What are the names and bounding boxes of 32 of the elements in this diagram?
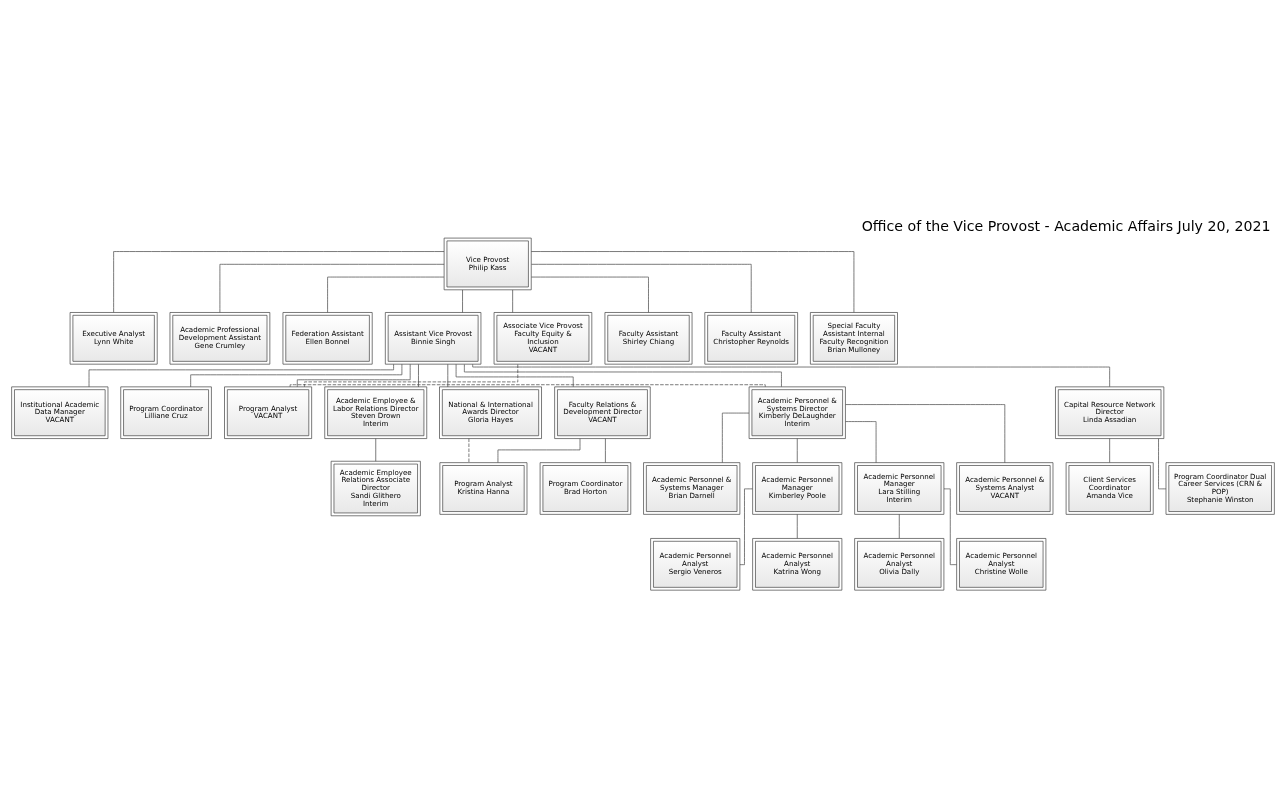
connector	[796, 437, 798, 463]
connector	[418, 363, 419, 387]
diagram-title: Office of the Vice Provost - Academic Affairs July 20, 2021	[861, 217, 1271, 234]
connector	[530, 250, 855, 313]
connector	[447, 363, 449, 387]
connector	[605, 437, 606, 463]
connector	[113, 250, 445, 313]
connector	[531, 263, 752, 313]
connector	[898, 513, 900, 539]
connector	[455, 363, 574, 387]
connector	[472, 363, 1111, 387]
connector	[1109, 437, 1111, 463]
connector	[375, 437, 377, 462]
connector	[739, 488, 753, 565]
connector	[512, 289, 513, 313]
connector	[462, 289, 463, 313]
connector	[796, 513, 798, 539]
connector	[327, 276, 445, 313]
connector	[219, 263, 445, 313]
connector	[304, 363, 519, 387]
connector	[1158, 437, 1167, 489]
connector	[845, 403, 1006, 463]
connector	[468, 437, 470, 463]
connector	[289, 383, 766, 387]
connector	[464, 363, 782, 387]
connector	[722, 412, 750, 463]
connector	[531, 276, 649, 313]
connector	[296, 363, 411, 387]
connector	[88, 363, 394, 387]
connector	[845, 420, 877, 463]
connector	[943, 488, 957, 565]
connector	[190, 363, 403, 387]
